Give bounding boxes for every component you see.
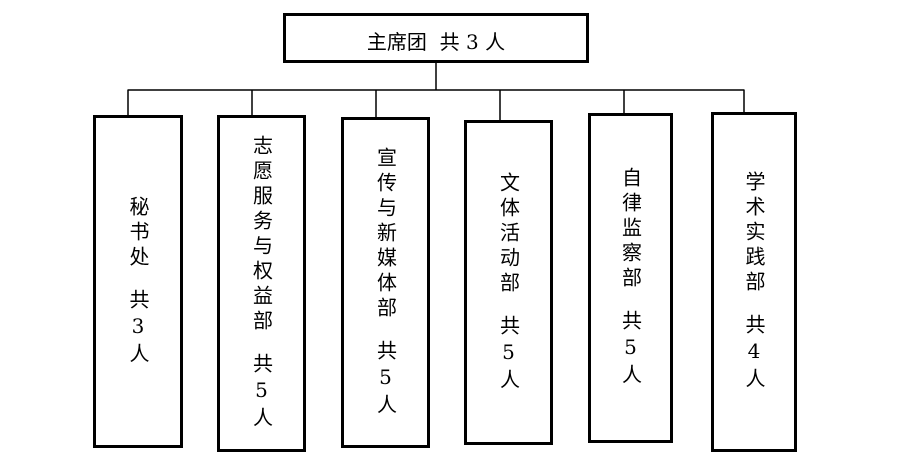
department-name: 自律监察部 xyxy=(618,167,643,292)
department-name: 志愿服务与权益部 xyxy=(249,135,274,335)
department-box-discipline: 自律监察部 共5人 xyxy=(588,113,673,443)
department-box-volunteer: 志愿服务与权益部 共5人 xyxy=(217,115,306,452)
department-box-publicity: 宣传与新媒体部 共5人 xyxy=(341,117,430,448)
presidium-label: 主席团 共 3 人 xyxy=(366,30,506,54)
department-count: 共5人 xyxy=(618,310,643,389)
department-count: 共5人 xyxy=(249,353,274,432)
presidium-box: 主席团 共 3 人 xyxy=(283,13,589,63)
department-count: 共4人 xyxy=(742,314,766,393)
department-name: 学术实践部 xyxy=(742,171,766,296)
department-box-culture-sports: 文体活动部 共5人 xyxy=(464,120,553,445)
department-box-secretariat: 秘书处 共3人 xyxy=(93,115,183,448)
department-count: 共3人 xyxy=(126,288,150,368)
department-name: 秘书处 xyxy=(126,195,150,271)
department-count: 共5人 xyxy=(496,314,521,394)
department-count: 共5人 xyxy=(373,339,398,419)
department-name: 文体活动部 xyxy=(496,171,521,297)
department-box-academic: 学术实践部 共4人 xyxy=(711,112,797,452)
department-name: 宣传与新媒体部 xyxy=(373,146,398,322)
